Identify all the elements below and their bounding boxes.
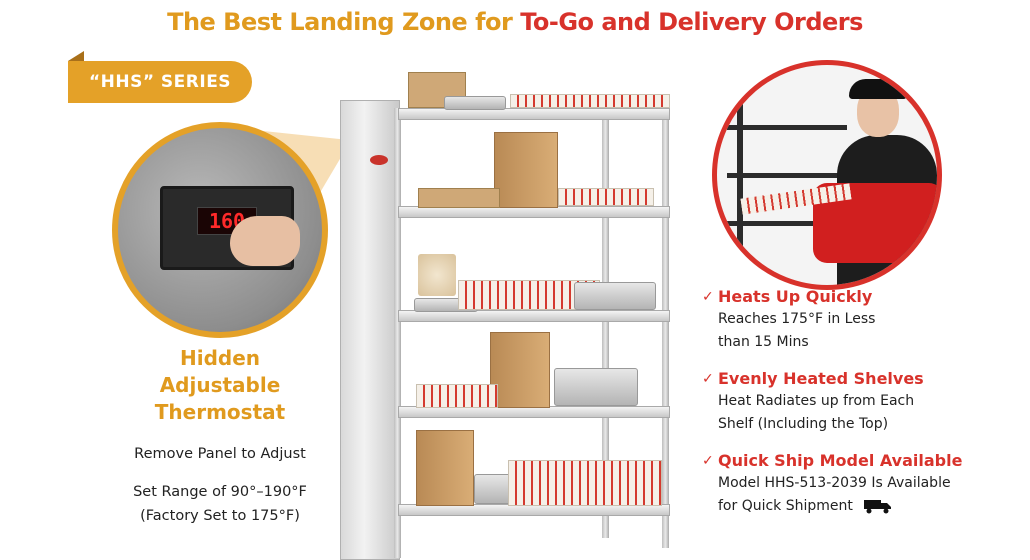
- pizza-box-plain: [418, 188, 500, 208]
- food-tray: [554, 368, 638, 406]
- driver-cap: [849, 79, 907, 99]
- check-icon: ✓: [702, 289, 714, 305]
- bread-loaf: [418, 254, 456, 296]
- paper-bag: [416, 430, 474, 506]
- page-title: The Best Landing Zone for To-Go and Deli…: [0, 8, 1030, 36]
- feature-item: ✓ Quick Ship Model Available Model HHS-5…: [702, 450, 1022, 518]
- cabinet-post: [394, 108, 401, 558]
- thermostat-heading-line: Thermostat: [154, 400, 286, 424]
- thermostat-heading: Hidden Adjustable Thermostat: [120, 345, 320, 426]
- truck-icon: [864, 500, 892, 514]
- feature-title: Quick Ship Model Available: [718, 451, 963, 470]
- series-badge-label: “HHS” SERIES: [88, 72, 232, 92]
- brand-logo-icon: [370, 155, 388, 165]
- thermostat-heading-line: Hidden: [179, 346, 261, 370]
- check-icon: ✓: [702, 453, 714, 469]
- cabinet-post: [602, 108, 609, 538]
- thermostat-closeup-image: 160: [112, 122, 328, 338]
- feature-line: Shelf (Including the Top): [718, 416, 889, 432]
- feature-title: Heats Up Quickly: [718, 287, 873, 306]
- pizza-box: [416, 384, 498, 408]
- paper-bag: [494, 132, 558, 208]
- rack-shelf: [727, 173, 847, 178]
- shelf-cabinet-image: [330, 60, 680, 560]
- finger-image: [230, 216, 300, 266]
- feature-line: Reaches 175°F in Less: [718, 311, 876, 327]
- feature-list: ✓ Heats Up Quickly Reaches 175°F in Less…: [702, 286, 1022, 532]
- feature-line: than 15 Mins: [718, 334, 809, 350]
- food-tray: [444, 96, 506, 110]
- pizza-box: [510, 94, 670, 108]
- series-badge: “HHS” SERIES: [68, 61, 252, 103]
- feature-line: for Quick Shipment: [718, 495, 1022, 518]
- title-part-1: The Best Landing Zone for: [167, 8, 521, 36]
- thermostat-heading-line: Adjustable: [159, 373, 281, 397]
- thermostat-desc-line: Remove Panel to Adjust: [134, 446, 306, 462]
- feature-line: Model HHS-513-2039 Is Available: [718, 475, 951, 491]
- feature-line-text: for Quick Shipment: [718, 498, 853, 514]
- shelf: [398, 108, 670, 120]
- feature-line: Heat Radiates up from Each: [718, 393, 915, 409]
- feature-item: ✓ Heats Up Quickly Reaches 175°F in Less…: [702, 286, 1022, 354]
- thermostat-display: 160: [197, 207, 257, 235]
- food-tray: [574, 282, 656, 310]
- delivery-driver-image: [712, 60, 942, 290]
- shelf: [398, 310, 670, 322]
- thermostat-desc-line: (Factory Set to 175°F): [140, 508, 300, 524]
- pizza-box: [558, 188, 654, 206]
- badge-fold: [68, 51, 84, 61]
- cabinet-side-panel: [340, 100, 400, 560]
- pizza-box: [508, 460, 662, 506]
- feature-item: ✓ Evenly Heated Shelves Heat Radiates up…: [702, 368, 1022, 436]
- thermostat-description: Remove Panel to Adjust Set Range of 90°–…: [100, 442, 340, 528]
- rack-shelf: [727, 125, 847, 130]
- paper-bag: [490, 332, 550, 408]
- title-part-2: To-Go and Delivery Orders: [520, 8, 863, 36]
- rack-shelf: [727, 221, 847, 226]
- feature-title: Evenly Heated Shelves: [718, 369, 924, 388]
- thermostat-desc-line: Set Range of 90°–190°F: [133, 484, 307, 500]
- cabinet-post: [662, 108, 669, 548]
- check-icon: ✓: [702, 371, 714, 387]
